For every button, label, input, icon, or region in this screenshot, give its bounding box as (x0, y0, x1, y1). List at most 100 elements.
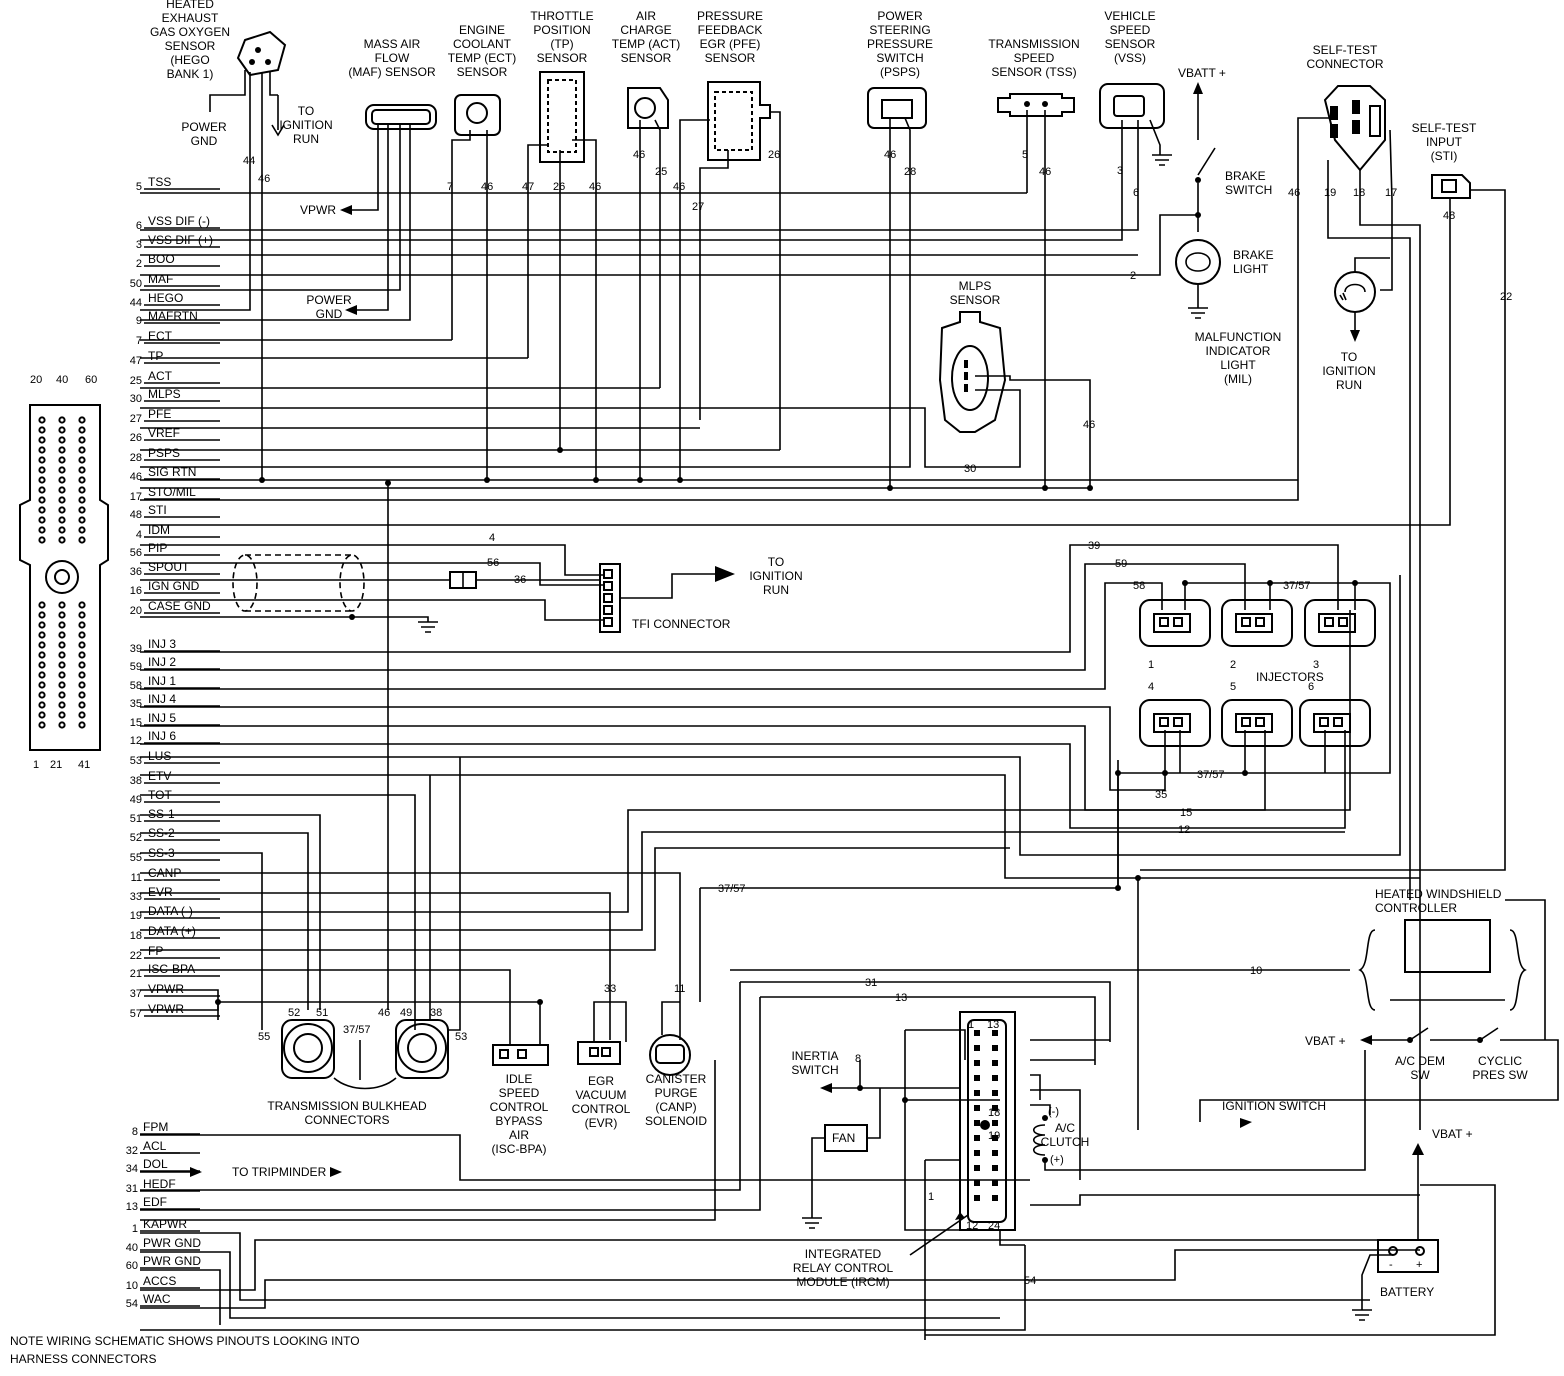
ecm-pin-number: 16 (130, 585, 142, 597)
bottom-pin-label: PWR GND (143, 1236, 201, 1250)
psps-label-line-3: SWITCH (876, 51, 923, 65)
bulkhead-line-1: CONNECTORS (304, 1113, 389, 1127)
ecm-pin-label: HEGO (148, 291, 183, 305)
ecm-pin-number: 55 (130, 852, 142, 864)
hego-sensor-label-line-2: GAS OXYGEN (150, 25, 230, 39)
wire-num-33: 33 (604, 983, 616, 995)
psps-label-line-0: POWER (877, 9, 923, 23)
ecm-pin-label: CASE GND (148, 599, 211, 613)
ecm-pin-row: 48 STI (130, 503, 220, 521)
tripminder-label: TO TRIPMINDER (232, 1165, 327, 1179)
bottom-pin-label: DOL (143, 1157, 168, 1171)
ecm-pin-label: SIG RTN (148, 465, 196, 479)
pfe-label-line-2: EGR (PFE) (700, 37, 761, 51)
power-gnd-line-0: POWER (181, 120, 227, 134)
vss-label-line-3: (VSS) (1114, 51, 1146, 65)
bulkhead-line-0: TRANSMISSION BULKHEAD (267, 1099, 427, 1113)
tss-label-line-2: SENSOR (TSS) (991, 65, 1076, 79)
ecm-pin-number: 36 (130, 566, 142, 578)
injector-number: 4 (1148, 681, 1154, 693)
fan-label: FAN (832, 1131, 855, 1145)
hego-sensor-label-line-0: HEATED (166, 0, 214, 11)
bottom-pin-number: 54 (126, 1298, 138, 1310)
note-line-2: HARNESS CONNECTORS (10, 1352, 156, 1366)
ecm-pin-number: 35 (130, 698, 142, 710)
to-ign-2-line-0: TO (1341, 350, 1357, 364)
bottom-pin-label: EDF (143, 1195, 167, 1209)
wire-num-46j: 46 (378, 1007, 390, 1019)
evr-line-2: CONTROL (572, 1102, 631, 1116)
ecm-pin-row: 46 SIG RTN (130, 465, 220, 483)
note-line-1: NOTE WIRING SCHEMATIC SHOWS PINOUTS LOOK… (10, 1334, 360, 1348)
hw-line-0: HEATED WINDSHIELD (1375, 887, 1502, 901)
ecm-pin-number: 48 (130, 509, 142, 521)
ecm-pin-label: PIP (148, 541, 167, 555)
pfe-label-line-3: SENSOR (705, 51, 756, 65)
wire-num-46h: 46 (1288, 187, 1300, 199)
to-ign-line-0: TO (298, 104, 314, 118)
wire-num-3757d: 37/57 (343, 1024, 371, 1036)
vbat-label: VBAT + (1305, 1034, 1346, 1048)
ecm-pin-number: 46 (130, 471, 142, 483)
ecm-pin-label: STI (148, 503, 167, 517)
wire-num-3: 3 (1117, 165, 1123, 177)
to-ign-3-line-1: IGNITION (749, 569, 802, 583)
ecm-pin-number: 58 (130, 680, 142, 692)
lower-harness: 37/57 10 31 13 33 11 (140, 575, 1420, 1130)
bottom-pin-label: KAPWR (143, 1217, 187, 1231)
wire-num-44: 44 (243, 155, 255, 167)
injector-number: 1 (1148, 659, 1154, 671)
wire-num-4: 4 (489, 532, 495, 544)
wire-num-3757: 37/57 (1283, 580, 1311, 592)
wire-num-13: 13 (895, 992, 907, 1004)
wire-num-46f: 46 (884, 149, 896, 161)
ecm-pin-label: FP (148, 944, 163, 958)
ecm-pin-label: ACT (148, 369, 173, 383)
injector: 6 (1299, 681, 1371, 747)
ecm-pin-number: 17 (130, 491, 142, 503)
isc-line-4: AIR (509, 1128, 529, 1142)
psps-label-line-1: STEERING (869, 23, 930, 37)
to-ign-2-line-2: RUN (1336, 378, 1362, 392)
wire-num-22: 22 (1500, 291, 1512, 303)
wire-num-5: 5 (1022, 149, 1028, 161)
ecm-pin-label: ECT (148, 329, 173, 343)
ecm-pin-label: TSS (148, 175, 171, 189)
wire-num-25: 25 (655, 166, 667, 178)
ecm-pin-label: INJ 5 (148, 711, 176, 725)
